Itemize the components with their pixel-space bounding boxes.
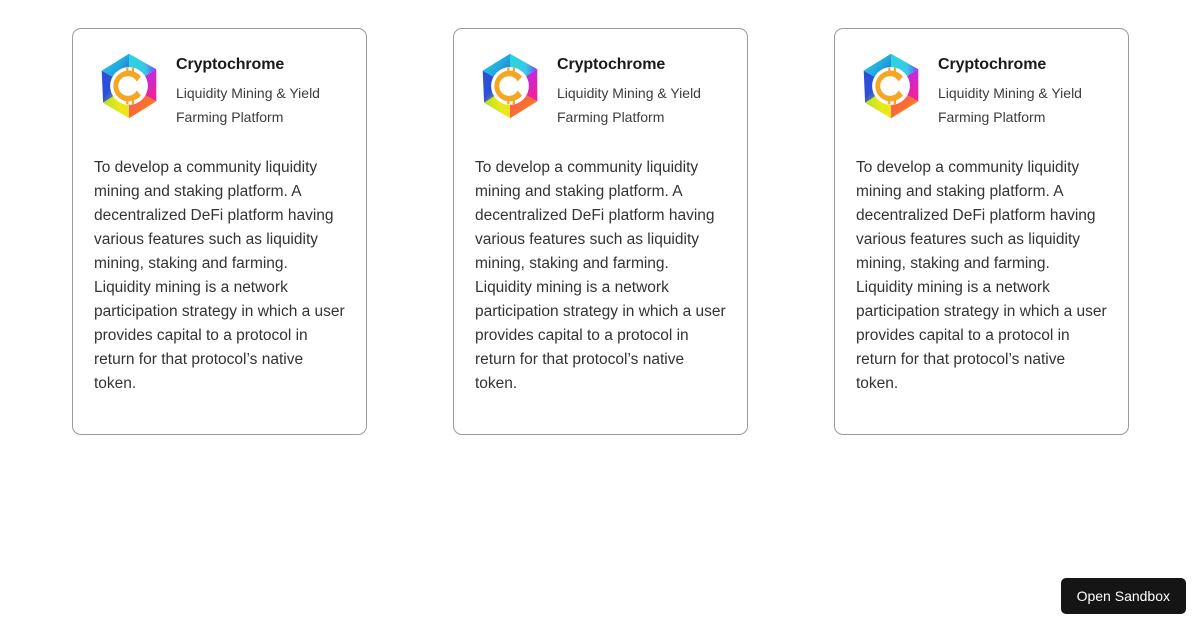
card-header-text: Cryptochrome Liquidity Mining & Yield Fa… bbox=[557, 51, 707, 129]
card-description: To develop a community liquidity mining … bbox=[94, 159, 345, 392]
card-title: Cryptochrome bbox=[176, 56, 285, 73]
open-sandbox-button[interactable]: Open Sandbox bbox=[1060, 578, 1186, 614]
cryptochrome-hexagon-logo-icon bbox=[475, 51, 545, 121]
card-description: To develop a community liquidity mining … bbox=[856, 159, 1107, 392]
card-list: Cryptochrome Liquidity Mining & Yield Fa… bbox=[72, 28, 1129, 435]
card-item: Cryptochrome Liquidity Mining & Yield Fa… bbox=[72, 28, 367, 435]
card-subtitle: Liquidity Mining & Yield Farming Platfor… bbox=[938, 85, 1082, 125]
card-item: Cryptochrome Liquidity Mining & Yield Fa… bbox=[834, 28, 1129, 435]
card-header: Cryptochrome Liquidity Mining & Yield Fa… bbox=[94, 47, 345, 129]
card-subtitle: Liquidity Mining & Yield Farming Platfor… bbox=[557, 85, 701, 125]
card-header: Cryptochrome Liquidity Mining & Yield Fa… bbox=[856, 47, 1107, 129]
cryptochrome-hexagon-logo-icon bbox=[94, 51, 164, 121]
cryptochrome-hexagon-logo-icon bbox=[856, 51, 926, 121]
card-title: Cryptochrome bbox=[938, 56, 1047, 73]
card-header-text: Cryptochrome Liquidity Mining & Yield Fa… bbox=[176, 51, 326, 129]
card-header: Cryptochrome Liquidity Mining & Yield Fa… bbox=[475, 47, 726, 129]
card-header-text: Cryptochrome Liquidity Mining & Yield Fa… bbox=[938, 51, 1088, 129]
card-description: To develop a community liquidity mining … bbox=[475, 159, 726, 392]
card-subtitle: Liquidity Mining & Yield Farming Platfor… bbox=[176, 85, 320, 125]
card-title: Cryptochrome bbox=[557, 56, 666, 73]
card-item: Cryptochrome Liquidity Mining & Yield Fa… bbox=[453, 28, 748, 435]
